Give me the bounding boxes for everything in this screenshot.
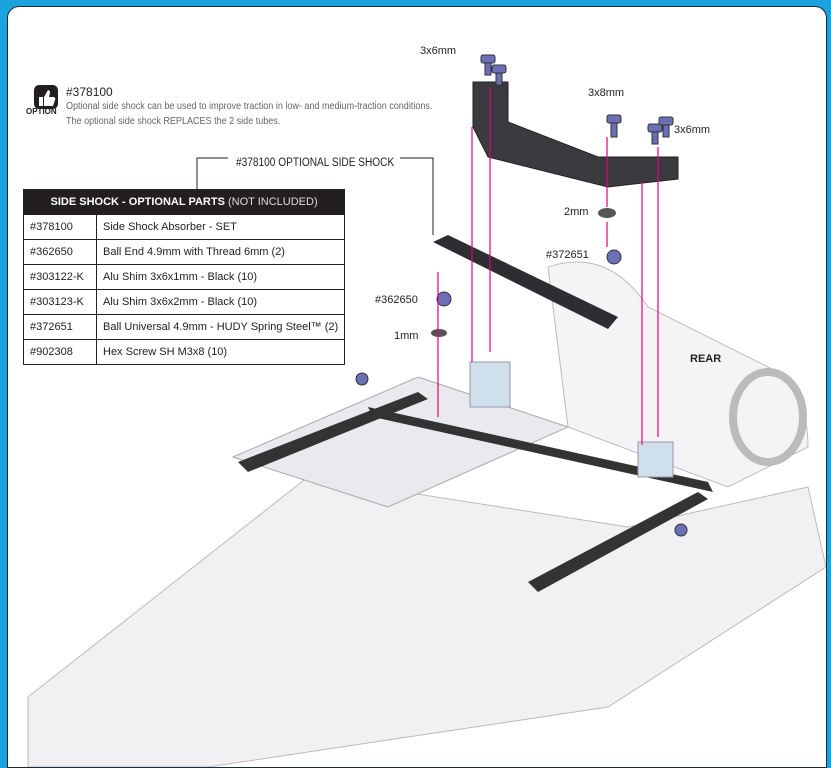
shock-tower-plate <box>472 81 679 188</box>
shim-2mm <box>598 208 616 218</box>
label-ball-universal: #372651 <box>546 249 589 261</box>
assembly-diagram <box>27 54 826 767</box>
side-link-upper <box>368 407 713 492</box>
option-part-number: #378100 <box>66 85 113 99</box>
label-screw-3x6-right: 3x6mm <box>674 124 711 136</box>
option-badge: OPTION <box>26 107 57 116</box>
side-link-right <box>528 492 708 592</box>
label-ball-end: #362650 <box>375 294 418 306</box>
side-shock-callout: #378100 OPTIONAL SIDE SHOCK <box>236 157 395 169</box>
label-shim-1mm: 1mm <box>394 330 419 342</box>
post-left <box>469 361 511 408</box>
manual-page: OPTION #378100 Optional side shock can b… <box>7 6 827 768</box>
label-rear: REAR <box>690 353 722 365</box>
parts-table-header: SIDE SHOCK - OPTIONAL PARTS (NOT INCLUDE… <box>23 189 345 215</box>
label-screw-3x8: 3x8mm <box>588 87 625 99</box>
label-screw-3x6-left: 3x6mm <box>420 45 457 57</box>
side-shock-absorber <box>433 235 618 329</box>
option-description: Optional side shock can be used to impro… <box>66 99 496 129</box>
label-shim-2mm: 2mm <box>564 206 589 218</box>
rear-axle-mount <box>729 368 807 466</box>
option-description-line1: Optional side shock can be used to impro… <box>66 100 433 112</box>
option-description-line2: The optional side shock REPLACES the 2 s… <box>66 115 281 127</box>
chassis-plate <box>27 476 826 767</box>
thumbs-up-option-icon <box>34 85 58 109</box>
parts-table: SIDE SHOCK - OPTIONAL PARTS (NOT INCLUDE… <box>23 189 346 365</box>
screws <box>355 54 688 537</box>
post-right <box>637 441 674 478</box>
shim-1mm <box>431 329 447 337</box>
assembly-arrows <box>437 87 659 445</box>
